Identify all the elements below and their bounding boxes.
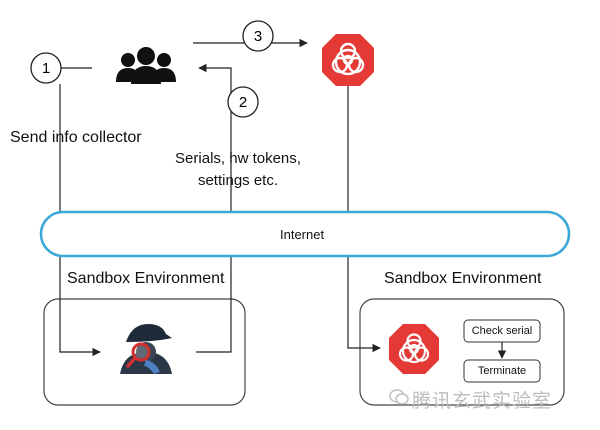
sandbox-left-label: Sandbox Environment <box>67 270 225 287</box>
wechat-logo-icon <box>389 389 409 405</box>
step-number-3: 3 <box>254 28 262 45</box>
flow-line-4 <box>347 84 381 353</box>
internet-bar <box>39 210 571 258</box>
terminate-box <box>463 359 541 383</box>
flow-line-2 <box>196 63 232 353</box>
check-serial-label: Check serial <box>471 325 533 337</box>
flow-line-1 <box>59 84 101 357</box>
users-group-icon <box>116 47 176 84</box>
step-circle-2: 2 <box>227 86 259 118</box>
sandbox-right-box <box>359 298 565 406</box>
watermark-text: 腾讯玄武实验室 <box>412 390 553 412</box>
step-number-2: 2 <box>239 94 247 111</box>
malware-icon-top <box>322 34 374 86</box>
serials-label-line1: Serials, hw tokens, <box>175 150 301 167</box>
serials-label-line2: settings etc. <box>197 172 279 189</box>
terminate-label: Terminate <box>477 365 527 377</box>
spy-agent-icon <box>120 324 172 374</box>
sandbox-left-box <box>43 298 246 406</box>
sandbox-right-label: Sandbox Environment <box>384 270 542 287</box>
serials-label: Serials, hw tokens, settings etc. <box>163 148 313 192</box>
malware-icon-sandbox <box>389 324 439 374</box>
step-circle-1: 1 <box>30 52 62 84</box>
step-circle-3: 3 <box>242 20 274 52</box>
send-info-label: Send info collector <box>10 129 142 146</box>
internet-label: Internet <box>280 227 325 242</box>
step-number-1: 1 <box>42 60 50 77</box>
